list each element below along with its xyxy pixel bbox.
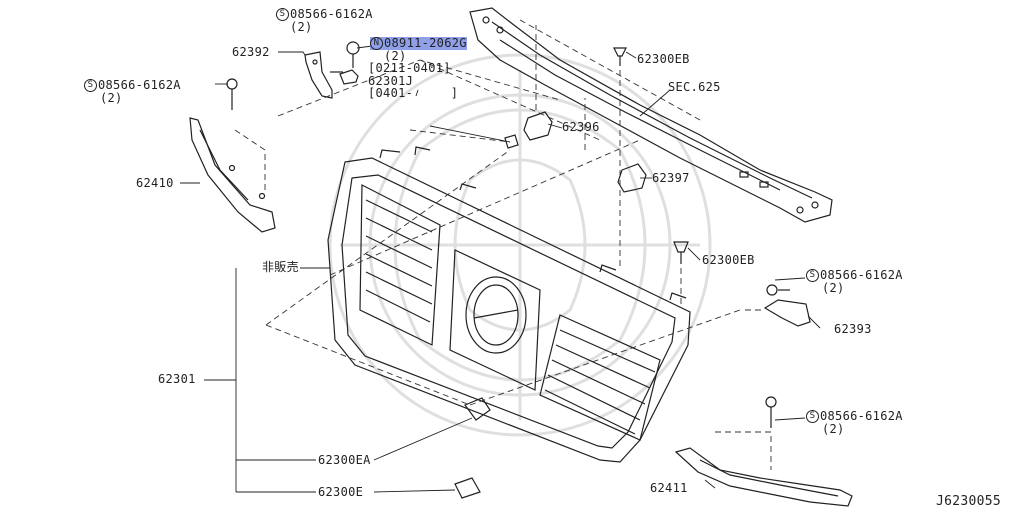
part-number: 08566-6162A bbox=[98, 78, 181, 92]
prefix-s-icon: S bbox=[806, 269, 819, 282]
section-ref-625: SEC.625 bbox=[668, 80, 721, 94]
qty-label: (2) bbox=[290, 20, 313, 34]
grille-assembly bbox=[327, 146, 691, 463]
guide-lines bbox=[234, 19, 772, 470]
prefix-s-icon: S bbox=[276, 8, 289, 21]
qty-label: (2) bbox=[822, 281, 845, 295]
part-label-62393: 62393 bbox=[834, 322, 872, 336]
part-label-62392: 62392 bbox=[232, 45, 270, 59]
screws bbox=[226, 41, 790, 428]
watermark-emblem bbox=[328, 53, 712, 437]
part-number: 08566-6162A bbox=[820, 409, 903, 423]
radiator-core-support bbox=[469, 7, 833, 223]
bracket-62392 bbox=[304, 51, 333, 99]
part-label-62411: 62411 bbox=[650, 481, 688, 495]
part-number: 08566-6162A bbox=[820, 268, 903, 282]
prefix-s-icon: S bbox=[84, 79, 97, 92]
not-for-sale-label: 非販売 bbox=[262, 260, 299, 274]
lower-right-garnish bbox=[674, 447, 853, 507]
part-number: 08566-6162A bbox=[290, 7, 373, 21]
part-label-62397: 62397 bbox=[652, 171, 690, 185]
bracket-62393 bbox=[763, 299, 811, 327]
part-label-62301j: 62301J bbox=[368, 74, 414, 88]
part-label-62410: 62410 bbox=[136, 176, 174, 190]
part-label-62300eb-mid: 62300EB bbox=[702, 253, 755, 267]
clip-62301j bbox=[330, 69, 359, 85]
part-label-62300eb-top: 62300EB bbox=[637, 52, 690, 66]
prefix-n-icon: N bbox=[370, 37, 383, 50]
prefix-s-icon: S bbox=[806, 410, 819, 423]
part-number: 08911-2062G bbox=[384, 36, 467, 50]
part-label-62301: 62301 bbox=[158, 372, 196, 386]
lower-clips bbox=[454, 397, 491, 499]
leader-lines bbox=[180, 45, 821, 493]
qty-label: (2) bbox=[822, 422, 845, 436]
brackets-62396-62397 bbox=[504, 111, 647, 193]
left-side-garnish bbox=[189, 117, 276, 233]
qty-label: (2) bbox=[100, 91, 123, 105]
date-range: [0401- ] bbox=[368, 86, 459, 100]
part-label-62300ea: 62300EA bbox=[318, 453, 371, 467]
qty-label: (2) bbox=[384, 49, 407, 63]
part-label-62300e: 62300E bbox=[318, 485, 364, 499]
date-range: [0211-0401] bbox=[368, 61, 451, 75]
clips-62300eb bbox=[613, 47, 689, 264]
diagram-id: J6230055 bbox=[936, 494, 1002, 509]
part-label-62396: 62396 bbox=[562, 120, 600, 134]
